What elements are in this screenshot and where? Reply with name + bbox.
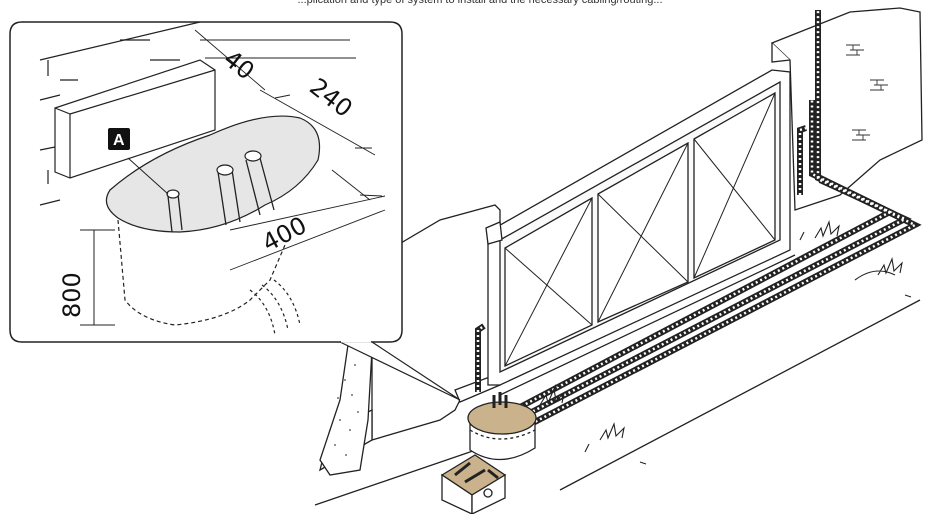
tree-trunk xyxy=(319,344,373,476)
callout-drawing xyxy=(39,21,386,336)
caption-text: ...plication and type of system to insta… xyxy=(297,0,663,6)
grass-tufts xyxy=(539,220,912,465)
right-wall xyxy=(770,7,923,211)
junction-box xyxy=(440,454,507,514)
callout-label-a: A xyxy=(108,128,130,150)
motor-foundation xyxy=(467,392,537,461)
dimension-800: 800 xyxy=(58,272,86,318)
callout-label-text: A xyxy=(113,132,125,149)
sliding-gate xyxy=(485,69,791,386)
